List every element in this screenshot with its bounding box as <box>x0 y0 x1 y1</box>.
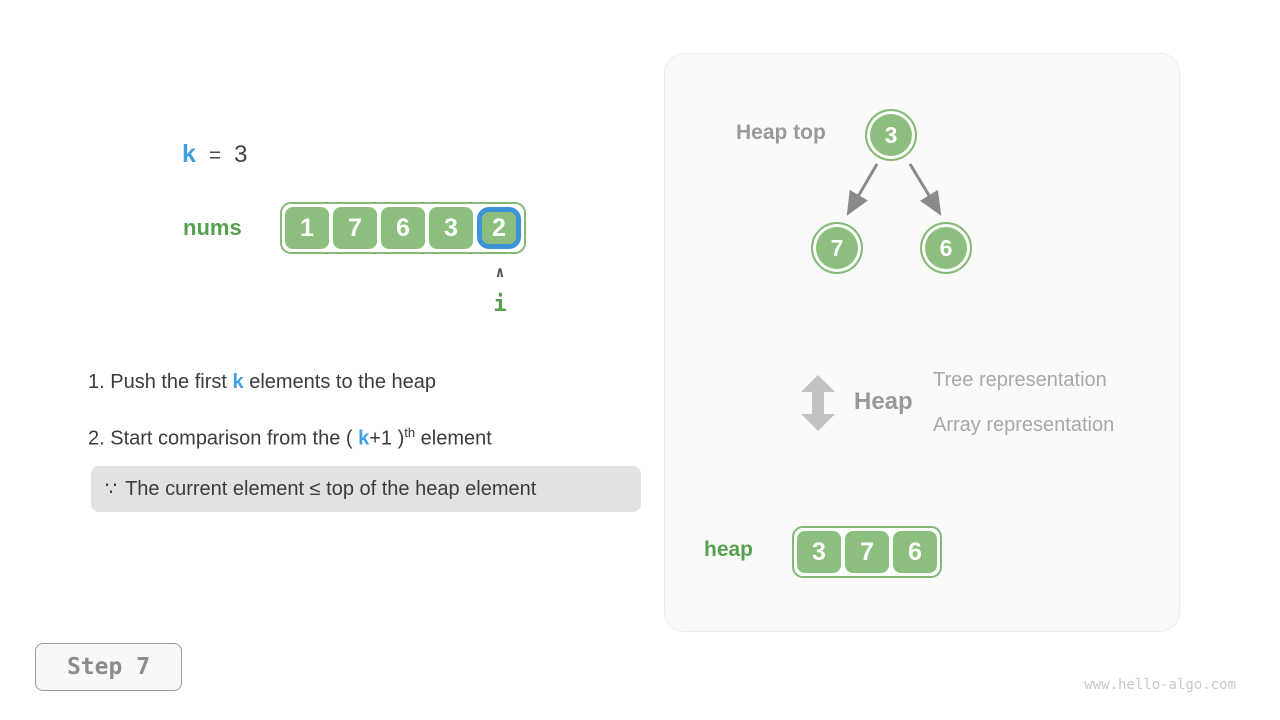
step-2-middle: +1 ) <box>369 427 405 450</box>
step-counter-button[interactable]: Step 7 <box>35 643 182 691</box>
step-2-superscript: th <box>404 425 416 440</box>
k-value: 3 <box>234 141 248 168</box>
condition-note-text: The current element ≤ top of the heap el… <box>125 477 537 500</box>
tree-node-right: 6 <box>920 222 972 274</box>
tree-representation-label: Tree representation <box>933 369 1107 391</box>
step-2-suffix: element <box>415 427 492 450</box>
nums-array: 1 7 6 3 2 <box>280 202 526 254</box>
heap-cell-0: 3 <box>797 531 841 573</box>
step-1-prefix: 1. Push the first <box>88 371 233 393</box>
k-variable: k <box>182 140 196 168</box>
heap-cell-1: 7 <box>845 531 889 573</box>
watermark-text: www.hello-algo.com <box>1084 677 1236 693</box>
nums-cell-2: 6 <box>381 207 425 249</box>
heap-top-label: Heap top <box>736 121 826 144</box>
step-2-prefix: 2. Start comparison from the ( <box>88 427 359 450</box>
heap-legend-title: Heap <box>854 388 913 415</box>
nums-cell-1: 7 <box>333 207 377 249</box>
heap-cell-2: 6 <box>893 531 937 573</box>
nums-cell-3: 3 <box>429 207 473 249</box>
step-2-k: k <box>358 427 370 450</box>
heap-array: 3 7 6 <box>792 526 942 578</box>
index-pointer-label: i <box>493 292 507 317</box>
equals-sign: = <box>208 144 222 167</box>
step-2-text: 2. Start comparison from the ( k+1 )th e… <box>88 425 492 451</box>
because-symbol: ∵ <box>105 478 118 500</box>
nums-cell-0: 1 <box>285 207 329 249</box>
up-down-arrow-icon <box>801 375 835 431</box>
step-1-text: 1. Push the first k elements to the heap <box>88 371 436 394</box>
tree-node-root: 3 <box>865 109 917 161</box>
heap-panel: Heap top 3 7 6 Heap Tree representation … <box>664 53 1180 632</box>
nums-cell-4-highlighted: 2 <box>477 207 521 249</box>
step-1-suffix: elements to the heap <box>243 371 436 393</box>
index-pointer-icon: ∧ <box>495 263 505 281</box>
step-1-k: k <box>232 371 244 393</box>
tree-node-left: 7 <box>811 222 863 274</box>
nums-label: nums <box>183 215 242 240</box>
heap-array-label: heap <box>704 538 754 561</box>
array-representation-label: Array representation <box>933 414 1115 436</box>
k-equation: k = 3 <box>182 140 248 169</box>
condition-note: ∵ The current element ≤ top of the heap … <box>91 466 641 512</box>
